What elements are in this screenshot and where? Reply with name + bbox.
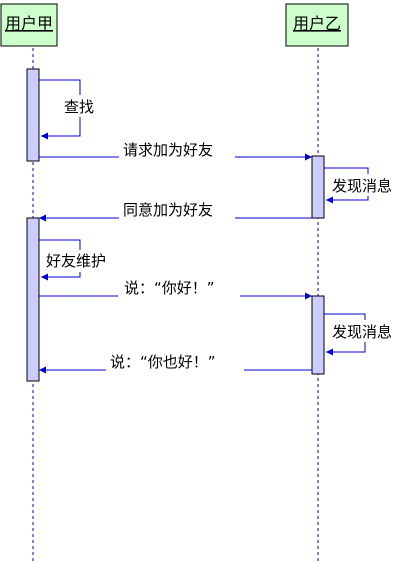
actor-b-box (285, 3, 349, 47)
activation-a-1 (26, 68, 40, 162)
actor-b[interactable]: 用户乙 (285, 3, 349, 47)
message-label: 说：“你好！” (124, 279, 215, 297)
message-label: 说：“你也好！” (110, 353, 216, 371)
message-label: 查找 (64, 98, 94, 116)
actor-a-box (0, 3, 58, 47)
message-label: 好友维护 (46, 252, 106, 270)
activation-b-1 (311, 155, 325, 219)
activation-a-2 (26, 217, 40, 382)
message-label: 发现消息 (332, 177, 392, 195)
actor-a-label: 用户甲 (5, 14, 53, 33)
actor-a[interactable]: 用户甲 (0, 3, 58, 47)
message-label: 发现消息 (332, 323, 392, 341)
actor-b-label: 用户乙 (293, 14, 341, 33)
message-label: 同意加为好友 (123, 201, 213, 219)
message-label: 请求加为好友 (123, 141, 213, 159)
activation-b-2 (311, 295, 325, 375)
